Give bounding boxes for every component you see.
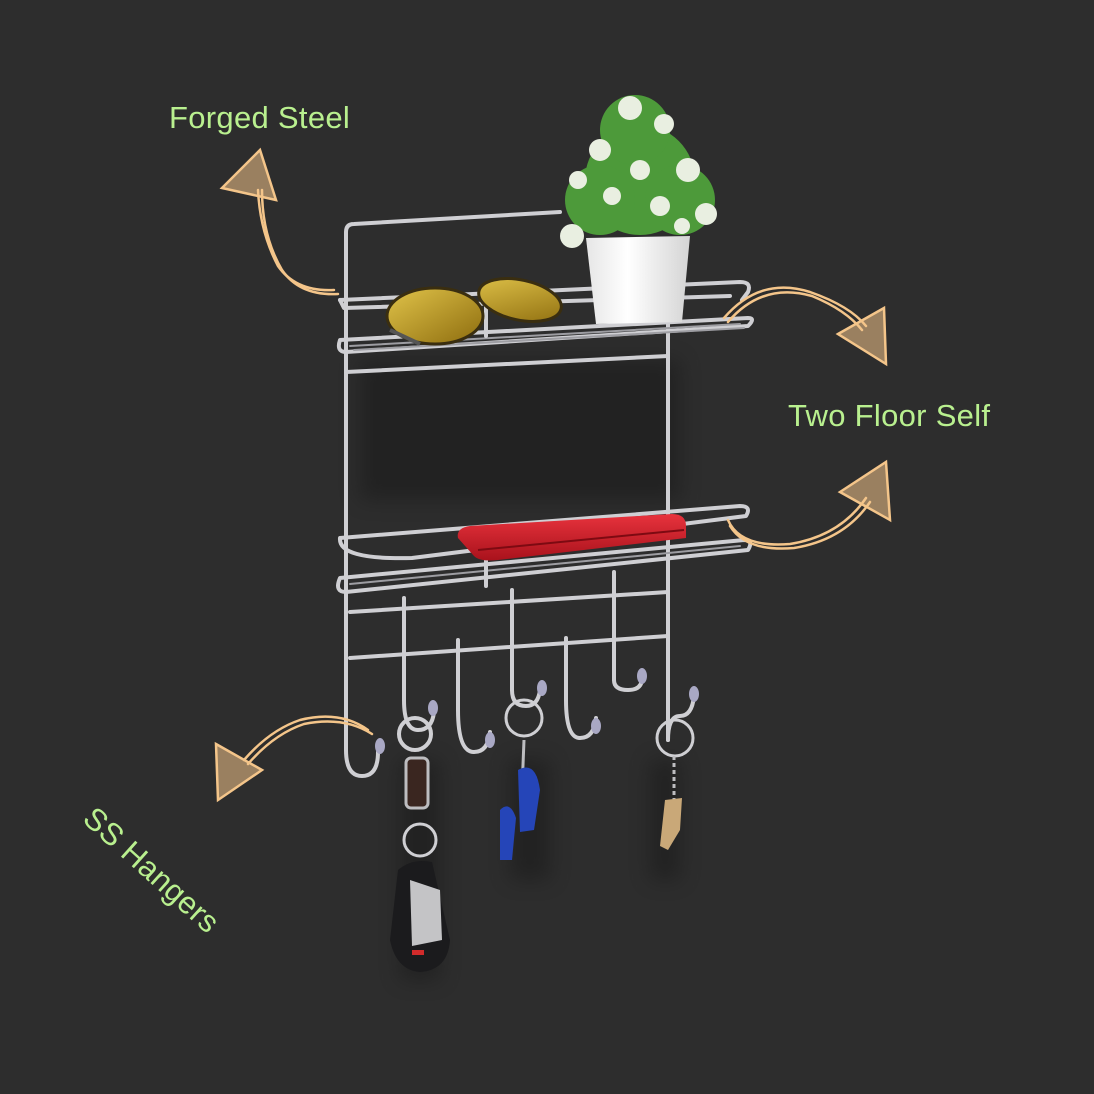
car-key	[390, 716, 450, 972]
gold-keychain	[655, 718, 695, 850]
blue-keychain	[500, 698, 544, 860]
callout-forged-steel: Forged Steel	[169, 100, 351, 135]
callout-two-floor-self: Two Floor Self	[788, 398, 991, 433]
hook-caps	[375, 668, 699, 754]
potted-plant	[560, 95, 717, 324]
arrow-two-floor-top-icon	[722, 286, 888, 367]
sunglasses	[385, 277, 563, 346]
arrow-two-floor-bottom-icon	[726, 459, 892, 550]
arrow-forged-steel-icon	[219, 147, 340, 296]
arrow-ss-hangers-icon	[214, 715, 374, 803]
red-phone	[457, 514, 686, 561]
